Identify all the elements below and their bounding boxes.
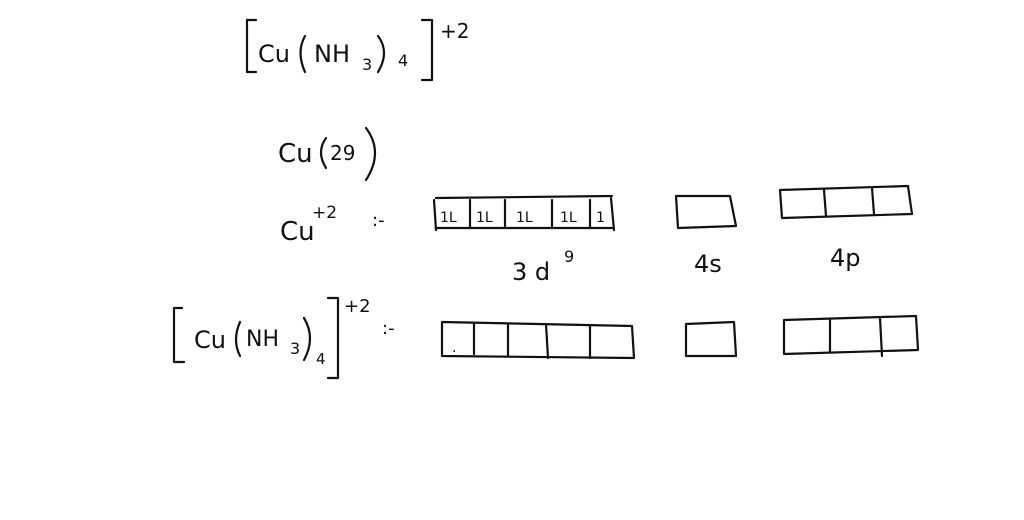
- copper-element: Cu: [278, 139, 313, 169]
- cu2-ion-charge: +2: [312, 203, 337, 223]
- cu2-d-orbital-3: 1L: [516, 210, 533, 226]
- cu2-3d-label: 3 d: [512, 258, 550, 286]
- cu2-d-orbital-4: 1L: [560, 210, 577, 226]
- cu2-d-orbital-5: 1: [596, 210, 605, 226]
- complex-bottom-element: Cu: [194, 326, 226, 354]
- cu2-ion-element: Cu: [280, 217, 315, 247]
- cu2-4p-orbital-boxes: [778, 184, 914, 220]
- complex-top-element: Cu: [258, 40, 290, 68]
- cu2-4s-orbital-box: [674, 194, 738, 230]
- copper-atomic-number-value: 29: [330, 141, 355, 165]
- complex-bottom-ligand-subscript: 3: [290, 339, 300, 358]
- cu2-3d-superscript: 9: [564, 247, 574, 266]
- complex-d-box-mark: .: [452, 340, 456, 356]
- cu2-4s-label: 4s: [694, 250, 722, 278]
- complex-top-ligand-subscript: 3: [362, 55, 372, 74]
- complex-top-ligand: NH: [314, 40, 350, 68]
- complex-3d-orbital-boxes: .: [440, 320, 636, 360]
- complex-top-count-subscript: 4: [398, 51, 408, 70]
- cu2-ion-configuration: Cu +2 :- 1L 1L 1L 1L 1 3 d 9: [280, 184, 914, 286]
- complex-configuration: Cu NH 3 4 +2 :- .: [172, 296, 920, 380]
- cu2-d-orbital-1: 1L: [440, 210, 457, 226]
- cu2-3d-orbital-boxes: 1L 1L 1L 1L 1: [432, 194, 616, 232]
- cu2-d-orbital-2: 1L: [476, 210, 493, 226]
- complex-formula-top: Cu NH 3 4 +2: [245, 18, 469, 82]
- complex-4s-orbital-box: [684, 320, 738, 358]
- cu2-4p-label: 4p: [830, 244, 861, 272]
- complex-top-charge: +2: [440, 19, 469, 43]
- complex-bottom-charge: +2: [344, 296, 371, 317]
- cu2-separator: :-: [372, 210, 385, 231]
- complex-4p-orbital-boxes: [782, 314, 920, 358]
- complex-bottom-separator: :-: [382, 318, 395, 339]
- copper-atomic-number: Cu 29: [278, 126, 377, 182]
- complex-bottom-count-subscript: 4: [316, 350, 326, 368]
- complex-bottom-ligand: NH: [246, 327, 279, 352]
